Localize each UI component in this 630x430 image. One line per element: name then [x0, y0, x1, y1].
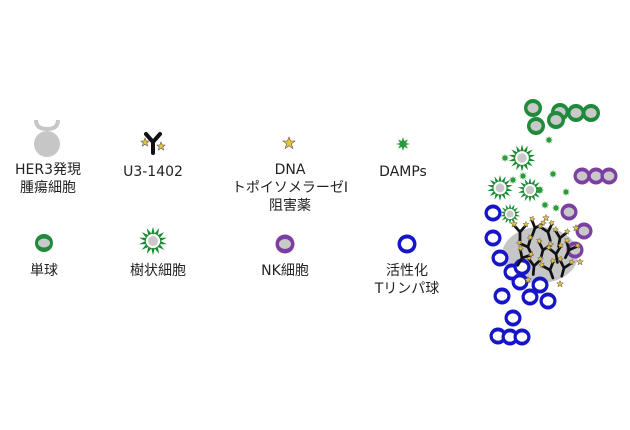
dendritic-cell-label: 樹状細胞: [130, 263, 186, 279]
antibody-drug-conjugate-icon: [140, 132, 166, 155]
u3-1402-label: U3-1402: [123, 164, 183, 180]
damps-icon: [396, 137, 410, 151]
t-cell: [513, 258, 531, 276]
dendritic-cell: [508, 144, 536, 172]
dendritic-cell: [487, 175, 513, 201]
topoisomerase-inhibitor-label: DNA トポイソメラーゼI 阻害薬: [231, 162, 349, 214]
monocyte: [524, 99, 542, 117]
dendritic-cell: [499, 203, 521, 225]
nk-cell-label: NK細胞: [261, 263, 309, 279]
nk-cell-icon: [275, 234, 295, 254]
antibody-drug-conjugate: [557, 255, 576, 278]
monocyte: [527, 117, 545, 135]
t-cell: [484, 204, 502, 222]
her3-tumor-cell-label: HER3発現 腫瘍細胞: [14, 162, 81, 196]
activated-t-cell-label: 活性化 Tリンパ球: [374, 263, 440, 297]
nk-cell: [560, 203, 578, 221]
monocyte-label: 単球: [30, 263, 58, 279]
damps-label: DAMPs: [379, 164, 427, 180]
damp: [545, 136, 553, 144]
damp: [536, 186, 544, 194]
topoisomerase-inhibitor-icon: [282, 136, 296, 150]
activated-t-cell-icon: [397, 234, 417, 254]
antibody-drug-conjugate: [515, 234, 534, 257]
antibody-drug-conjugate: [552, 225, 571, 248]
t-cell: [531, 276, 549, 294]
damp: [501, 154, 509, 162]
antibody-drug-conjugate: [516, 245, 535, 267]
monocyte: [547, 111, 565, 129]
nk-cell: [600, 167, 618, 185]
t-cell: [484, 229, 502, 247]
antibody-drug-conjugate: [563, 237, 582, 260]
dendritic-cell-icon: [139, 226, 167, 256]
t-cell: [521, 288, 539, 306]
t-cell: [504, 309, 522, 327]
antibody-drug-conjugate: [536, 219, 555, 242]
t-cell: [491, 249, 509, 267]
damp: [509, 176, 517, 184]
t-cell: [513, 328, 531, 346]
nk-cell: [587, 167, 605, 185]
antibody-drug-conjugate: [538, 257, 556, 280]
monocyte-icon: [35, 234, 53, 252]
topoisomerase-inhibitor: [576, 257, 584, 266]
topoisomerase-inhibitor: [572, 223, 580, 232]
nk-cell: [573, 167, 591, 185]
topoisomerase-inhibitor: [542, 213, 550, 222]
damp: [552, 204, 560, 212]
damp: [541, 201, 549, 209]
t-cell: [511, 273, 529, 291]
t-cell: [493, 287, 511, 305]
dendritic-star-shape: [139, 226, 167, 256]
topoisomerase-inhibitor: [556, 279, 564, 288]
t-cell: [501, 328, 519, 346]
monocyte: [582, 104, 600, 122]
damp: [562, 188, 570, 196]
antibody-drug-conjugate: [545, 241, 564, 264]
t-cell: [539, 292, 557, 310]
dendritic-cell: [518, 177, 542, 203]
topoisomerase-inhibitor: [510, 219, 518, 228]
monocyte: [567, 104, 585, 122]
damp: [549, 170, 557, 178]
her3-tumor-cell-icon: [34, 120, 60, 157]
topoisomerase-inhibitor: [524, 275, 532, 284]
damp: [519, 172, 527, 180]
